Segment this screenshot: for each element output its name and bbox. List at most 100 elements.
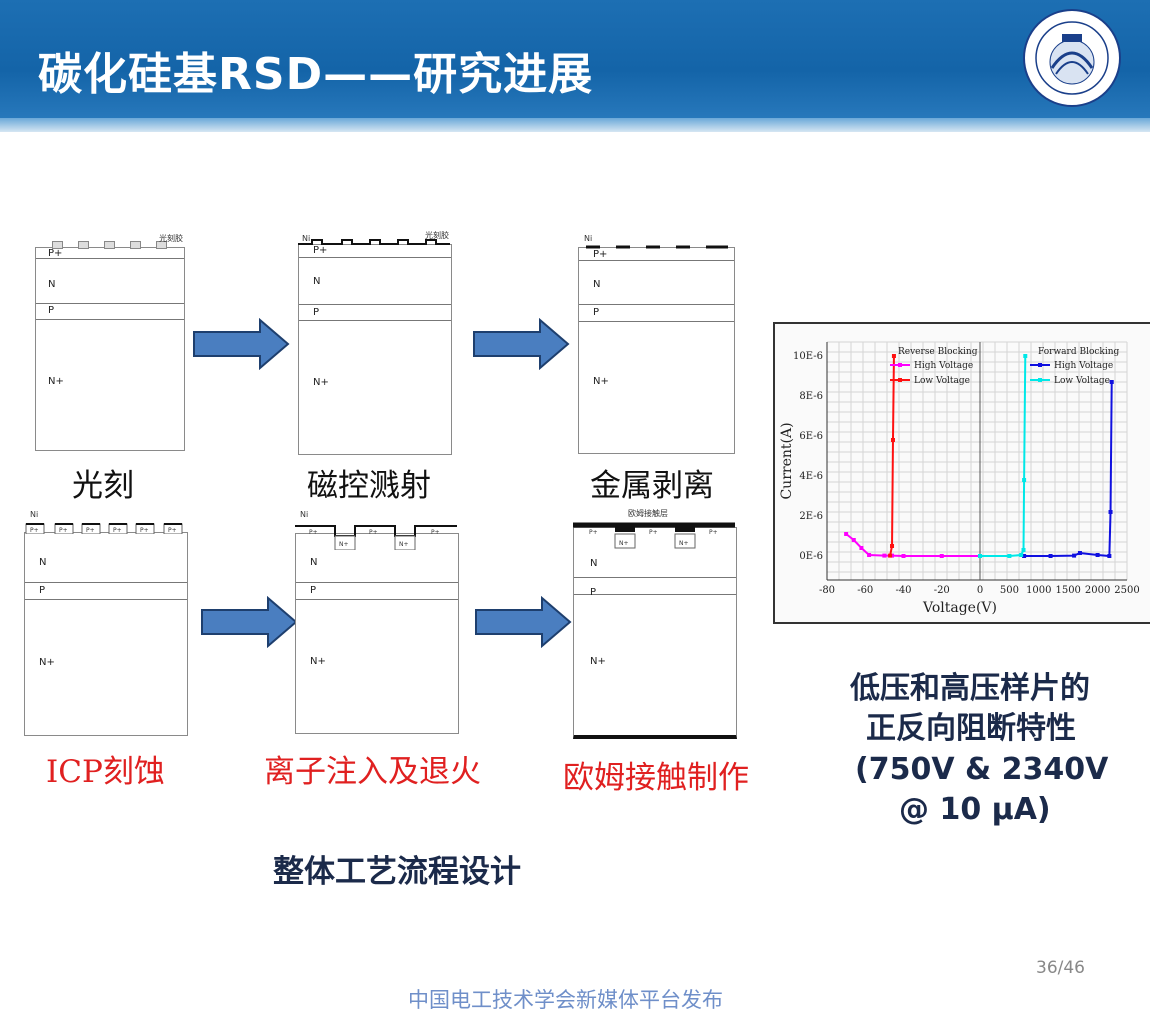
device-photolithography: P+ N P N+ bbox=[35, 247, 185, 451]
x-tick-label: 0 bbox=[977, 585, 983, 596]
svg-text:N+: N+ bbox=[339, 541, 349, 548]
data-point bbox=[1072, 553, 1077, 558]
x-tick-label: 2500 bbox=[1114, 585, 1139, 596]
data-point bbox=[1109, 380, 1114, 384]
data-point bbox=[1007, 554, 1012, 558]
y-tick-label: 0E-6 bbox=[799, 551, 823, 562]
data-point bbox=[978, 554, 982, 558]
resist-block bbox=[52, 241, 63, 249]
device-ion-implant: N P N+ bbox=[295, 533, 459, 734]
svg-text:P+: P+ bbox=[113, 527, 122, 534]
data-point bbox=[882, 553, 887, 558]
layer-n-plus: N+ bbox=[310, 656, 326, 667]
implant-profile: P+P+P+ N+N+ bbox=[295, 525, 457, 550]
chart-caption-line2: 正反向阻断特性 bbox=[866, 711, 1076, 746]
resist-note: 光刻胶 bbox=[425, 231, 449, 240]
svg-text:P+: P+ bbox=[649, 529, 658, 536]
slide-title: 碳化硅基RSD——研究进展 bbox=[38, 49, 594, 100]
metal-label: Ni bbox=[302, 234, 311, 243]
legend-marker bbox=[1038, 378, 1042, 382]
svg-text:P+: P+ bbox=[431, 529, 440, 536]
layer-p: P bbox=[48, 305, 55, 316]
ohmic-contact-layer: P+P+P+ N+N+ bbox=[573, 522, 735, 549]
layer-p: P bbox=[590, 587, 597, 598]
resist-block bbox=[130, 241, 141, 249]
svg-text:N+: N+ bbox=[399, 541, 409, 548]
data-point bbox=[890, 544, 895, 548]
layer-n: N bbox=[48, 279, 56, 290]
metal-label: Ni bbox=[584, 234, 593, 243]
legend-entry: High Voltage bbox=[914, 361, 973, 371]
metal-contacts bbox=[586, 245, 728, 249]
data-point bbox=[844, 532, 849, 536]
data-point bbox=[1108, 510, 1113, 514]
svg-text:P+: P+ bbox=[30, 527, 39, 534]
device-sputtering: P+ N P N+ bbox=[298, 244, 452, 455]
svg-text:P+: P+ bbox=[59, 527, 68, 534]
chart-caption-line4: @ 10 µA) bbox=[899, 792, 1051, 827]
legend-entry: Low Voltage bbox=[914, 376, 970, 386]
y-tick-label: 4E-6 bbox=[799, 471, 823, 482]
data-point bbox=[888, 553, 893, 558]
layer-n-plus: N+ bbox=[313, 377, 329, 388]
x-tick-label: -40 bbox=[895, 585, 911, 596]
layer-p: P bbox=[310, 585, 317, 596]
arrow-right-icon bbox=[473, 318, 570, 370]
x-tick-label: 1500 bbox=[1055, 585, 1080, 596]
caption-ohmic-contact: 欧姆接触制作 bbox=[563, 760, 749, 796]
svg-text:P+: P+ bbox=[140, 527, 149, 534]
layer-n: N bbox=[310, 557, 318, 568]
y-tick-label: 6E-6 bbox=[799, 431, 823, 442]
arrow-right-icon bbox=[201, 596, 298, 648]
y-tick-label: 10E-6 bbox=[793, 351, 823, 362]
metal-label: Ni bbox=[300, 510, 309, 519]
chart-caption-line3: (750V & 2340V bbox=[855, 752, 1109, 787]
svg-text:P+: P+ bbox=[589, 529, 598, 536]
layer-n-plus: N+ bbox=[590, 656, 606, 667]
legend-marker bbox=[1038, 363, 1042, 367]
legend-marker bbox=[898, 378, 902, 382]
caption-ion-implant: 离子注入及退火 bbox=[264, 754, 481, 790]
series-line bbox=[845, 533, 980, 557]
data-point bbox=[1107, 554, 1112, 558]
layer-p-plus: P+ bbox=[313, 245, 328, 256]
data-point bbox=[1022, 478, 1027, 482]
page-number: 36/46 bbox=[1036, 958, 1085, 978]
layer-p-plus: P+ bbox=[593, 249, 608, 260]
data-point bbox=[867, 553, 872, 557]
svg-text:N+: N+ bbox=[679, 540, 689, 547]
layer-n: N bbox=[590, 558, 598, 569]
data-point bbox=[939, 554, 944, 558]
legend-title: Forward Blocking bbox=[1038, 347, 1120, 357]
y-tick-label: 2E-6 bbox=[799, 511, 823, 522]
chart-caption-line1: 低压和高压样片的 bbox=[850, 671, 1090, 706]
data-point bbox=[1019, 553, 1024, 557]
x-tick-label: 2000 bbox=[1085, 585, 1110, 596]
data-point bbox=[1077, 551, 1082, 555]
flow-title: 整体工艺流程设计 bbox=[273, 854, 521, 890]
caption-sputtering: 磁控溅射 bbox=[307, 468, 431, 504]
layer-p-plus: P+ bbox=[48, 248, 63, 259]
x-tick-label: -20 bbox=[934, 585, 950, 596]
data-point bbox=[859, 546, 864, 550]
x-tick-label: -60 bbox=[857, 585, 873, 596]
legend-marker bbox=[898, 363, 902, 367]
data-point bbox=[901, 554, 906, 558]
series-line bbox=[980, 355, 1027, 557]
ohmic-note: 欧姆接触层 bbox=[628, 509, 668, 518]
svg-text:P+: P+ bbox=[168, 527, 177, 534]
layer-n: N bbox=[313, 276, 321, 287]
layer-n: N bbox=[39, 557, 47, 568]
arrow-right-icon bbox=[193, 318, 290, 370]
layer-n-plus: N+ bbox=[48, 376, 64, 387]
legend-entry: High Voltage bbox=[1054, 361, 1113, 371]
legend-title: Reverse Blocking bbox=[898, 347, 978, 357]
header-stripe bbox=[0, 118, 1150, 132]
x-tick-label: 500 bbox=[1000, 585, 1019, 596]
caption-lift-off: 金属剥离 bbox=[590, 468, 714, 504]
resist-block bbox=[104, 241, 115, 249]
data-point bbox=[1022, 554, 1027, 558]
university-seal-icon bbox=[1023, 9, 1121, 107]
